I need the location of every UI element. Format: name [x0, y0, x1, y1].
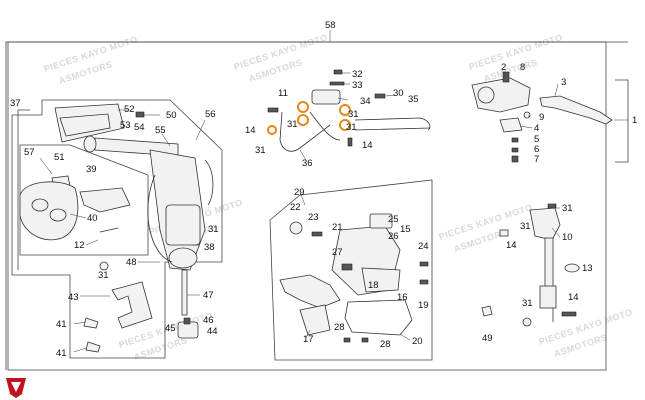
callout-12: 12 — [74, 240, 85, 251]
callout-15: 15 — [400, 224, 411, 235]
callout-37: 37 — [10, 98, 21, 109]
callout-7: 7 — [534, 154, 539, 165]
callout-39: 39 — [86, 164, 97, 175]
bracket-37 — [17, 109, 30, 270]
caliper-panel-frame — [269, 179, 433, 361]
callout-28b: 28 — [380, 339, 391, 350]
bracket-43-parts — [83, 269, 199, 353]
callout-31a: 31 — [208, 224, 219, 235]
callout-46: 46 — [203, 315, 214, 326]
rear-master-assembly — [481, 203, 580, 327]
callout-14d: 14 — [568, 292, 579, 303]
callout-4: 4 — [534, 123, 539, 134]
callout-6: 6 — [534, 144, 539, 155]
callout-20: 20 — [412, 336, 423, 347]
callout-labels: 58 37 52 53 54 50 56 55 57 51 39 40 31 1… — [10, 20, 637, 359]
lever-assembly — [471, 71, 613, 163]
callout-23: 23 — [308, 212, 319, 223]
callout-5: 5 — [534, 134, 539, 145]
callout-55: 55 — [155, 125, 166, 136]
callout-58: 58 — [325, 20, 336, 31]
callout-26: 26 — [388, 231, 399, 242]
callout-34: 34 — [360, 96, 371, 107]
callout-2: 2 — [501, 62, 506, 73]
brand-logo — [6, 378, 26, 398]
callout-50: 50 — [166, 110, 177, 121]
callout-13: 13 — [582, 263, 593, 274]
callout-45: 45 — [165, 323, 176, 334]
callout-31c: 31 — [348, 109, 359, 120]
callout-27: 27 — [332, 247, 343, 258]
callout-29: 29 — [294, 187, 305, 198]
callout-31i: 31 — [522, 298, 533, 309]
callout-32: 32 — [352, 69, 363, 80]
callout-14a: 14 — [245, 125, 256, 136]
callout-11: 11 — [278, 88, 288, 99]
brake-hose-group — [267, 69, 431, 152]
callout-47: 47 — [203, 290, 214, 301]
callout-48: 48 — [126, 257, 137, 268]
callout-56: 56 — [205, 109, 216, 120]
callout-41b: 41 — [56, 348, 67, 359]
callout-49: 49 — [482, 333, 493, 344]
callout-1: 1 — [632, 115, 637, 126]
callout-31e: 31 — [346, 122, 357, 133]
callout-14b: 14 — [362, 140, 373, 151]
callout-8: 8 — [520, 62, 525, 73]
callout-28a: 28 — [334, 322, 345, 333]
callout-41a: 41 — [56, 319, 67, 330]
callout-36: 36 — [302, 158, 313, 169]
caliper-assembly — [279, 213, 429, 343]
callout-51: 51 — [54, 152, 65, 163]
callout-52: 52 — [124, 104, 135, 115]
callout-31g: 31 — [562, 203, 573, 214]
callout-17: 17 — [303, 334, 314, 345]
sub-panel-39-frame — [19, 144, 149, 256]
callout-53: 53 — [120, 120, 131, 131]
callout-18: 18 — [368, 280, 379, 291]
callout-10: 10 — [562, 232, 573, 243]
callout-9: 9 — [539, 112, 544, 123]
callout-19: 19 — [418, 300, 429, 311]
master-cylinder-assembly — [54, 103, 214, 271]
reservoir-parts — [19, 175, 131, 271]
callout-44: 44 — [207, 326, 218, 337]
callout-30: 30 — [393, 88, 404, 99]
callout-31b: 31 — [98, 270, 109, 281]
callout-24: 24 — [418, 241, 429, 252]
callout-3: 3 — [561, 77, 566, 88]
callout-40: 40 — [87, 213, 98, 224]
callout-35: 35 — [408, 94, 419, 105]
callout-57: 57 — [24, 147, 35, 158]
callout-25: 25 — [388, 214, 399, 225]
callout-14c: 14 — [506, 240, 517, 251]
leader-lines — [39, 72, 628, 353]
callout-31f: 31 — [255, 145, 266, 156]
callout-43: 43 — [68, 292, 79, 303]
callout-38: 38 — [204, 242, 215, 253]
callout-16: 16 — [397, 292, 408, 303]
callout-31d: 31 — [287, 119, 298, 130]
group-58-bracket — [5, 41, 628, 370]
bracket-1 — [615, 79, 629, 163]
callout-33: 33 — [352, 80, 363, 91]
callout-22: 22 — [290, 202, 301, 213]
callout-21: 21 — [332, 222, 343, 233]
callout-31h: 31 — [520, 221, 531, 232]
callout-54: 54 — [134, 122, 145, 133]
